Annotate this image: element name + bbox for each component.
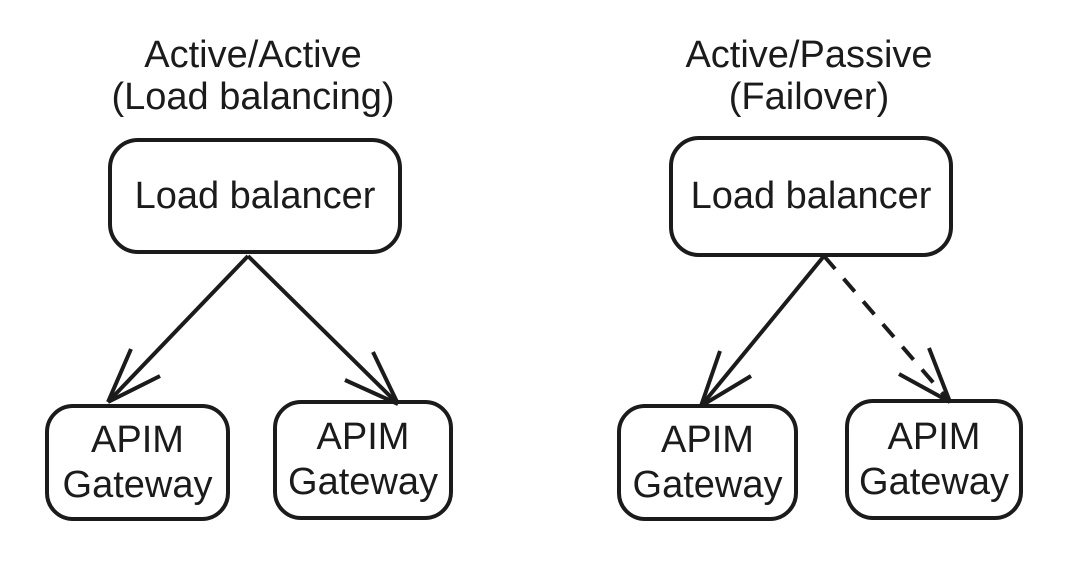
- diagram-title-line2: (Failover): [728, 76, 890, 118]
- apim-gateway-label-line1: APIM: [661, 418, 754, 461]
- load-balancer-label: Load balancer: [690, 175, 932, 217]
- apim-gateway-label-line2: Gateway: [859, 460, 1009, 503]
- arrowhead-barb: [699, 374, 753, 408]
- diagram-title-line1: Active/Active: [144, 34, 362, 76]
- load-balancer-box: Load balancer: [669, 136, 953, 257]
- diagram-title-active-active: Active/Active (Load balancing): [111, 34, 394, 118]
- arrowhead-barb: [371, 351, 400, 405]
- load-balancer-box: Load balancer: [108, 138, 402, 254]
- apim-gateway-label-line1: APIM: [91, 418, 184, 461]
- apim-gateway-box: APIM Gateway: [45, 404, 230, 521]
- arrowhead-barb: [106, 348, 133, 403]
- arrow-shaft: [699, 254, 826, 408]
- arrow-shaft: [246, 254, 400, 406]
- apim-gateway-box: APIM Gateway: [845, 399, 1023, 520]
- arrowhead-barb: [927, 347, 952, 403]
- apim-gateway-label-line2: Gateway: [632, 463, 783, 506]
- arrowhead-barb: [107, 374, 161, 404]
- load-balancer-label: Load balancer: [134, 174, 376, 217]
- apim-gateway-label-line1: APIM: [887, 415, 981, 458]
- diagram-title-line1: Active/Passive: [685, 34, 933, 76]
- apim-gateway-label-line1: APIM: [316, 416, 410, 458]
- arrow-active-passive-to-gateway-2-failover: [822, 254, 952, 404]
- apim-gateway-label-line2: Gateway: [62, 463, 213, 506]
- arrowhead-barb: [699, 350, 722, 407]
- apim-gateway-box: APIM Gateway: [617, 404, 798, 521]
- diagram-title-line2: (Load balancing): [111, 76, 395, 118]
- arrow-shaft-dashed: [822, 254, 952, 404]
- arrow-active-passive-to-gateway-1: [699, 254, 826, 408]
- arrow-active-active-to-gateway-1: [106, 254, 250, 404]
- diagram-title-active-passive: Active/Passive (Failover): [685, 34, 932, 118]
- arrowhead-barb: [898, 372, 951, 404]
- arrow-shaft: [106, 254, 250, 404]
- arrow-active-active-to-gateway-2: [246, 254, 400, 406]
- apim-gateway-box: APIM Gateway: [273, 400, 453, 520]
- apim-gateway-label-line2: Gateway: [288, 461, 438, 503]
